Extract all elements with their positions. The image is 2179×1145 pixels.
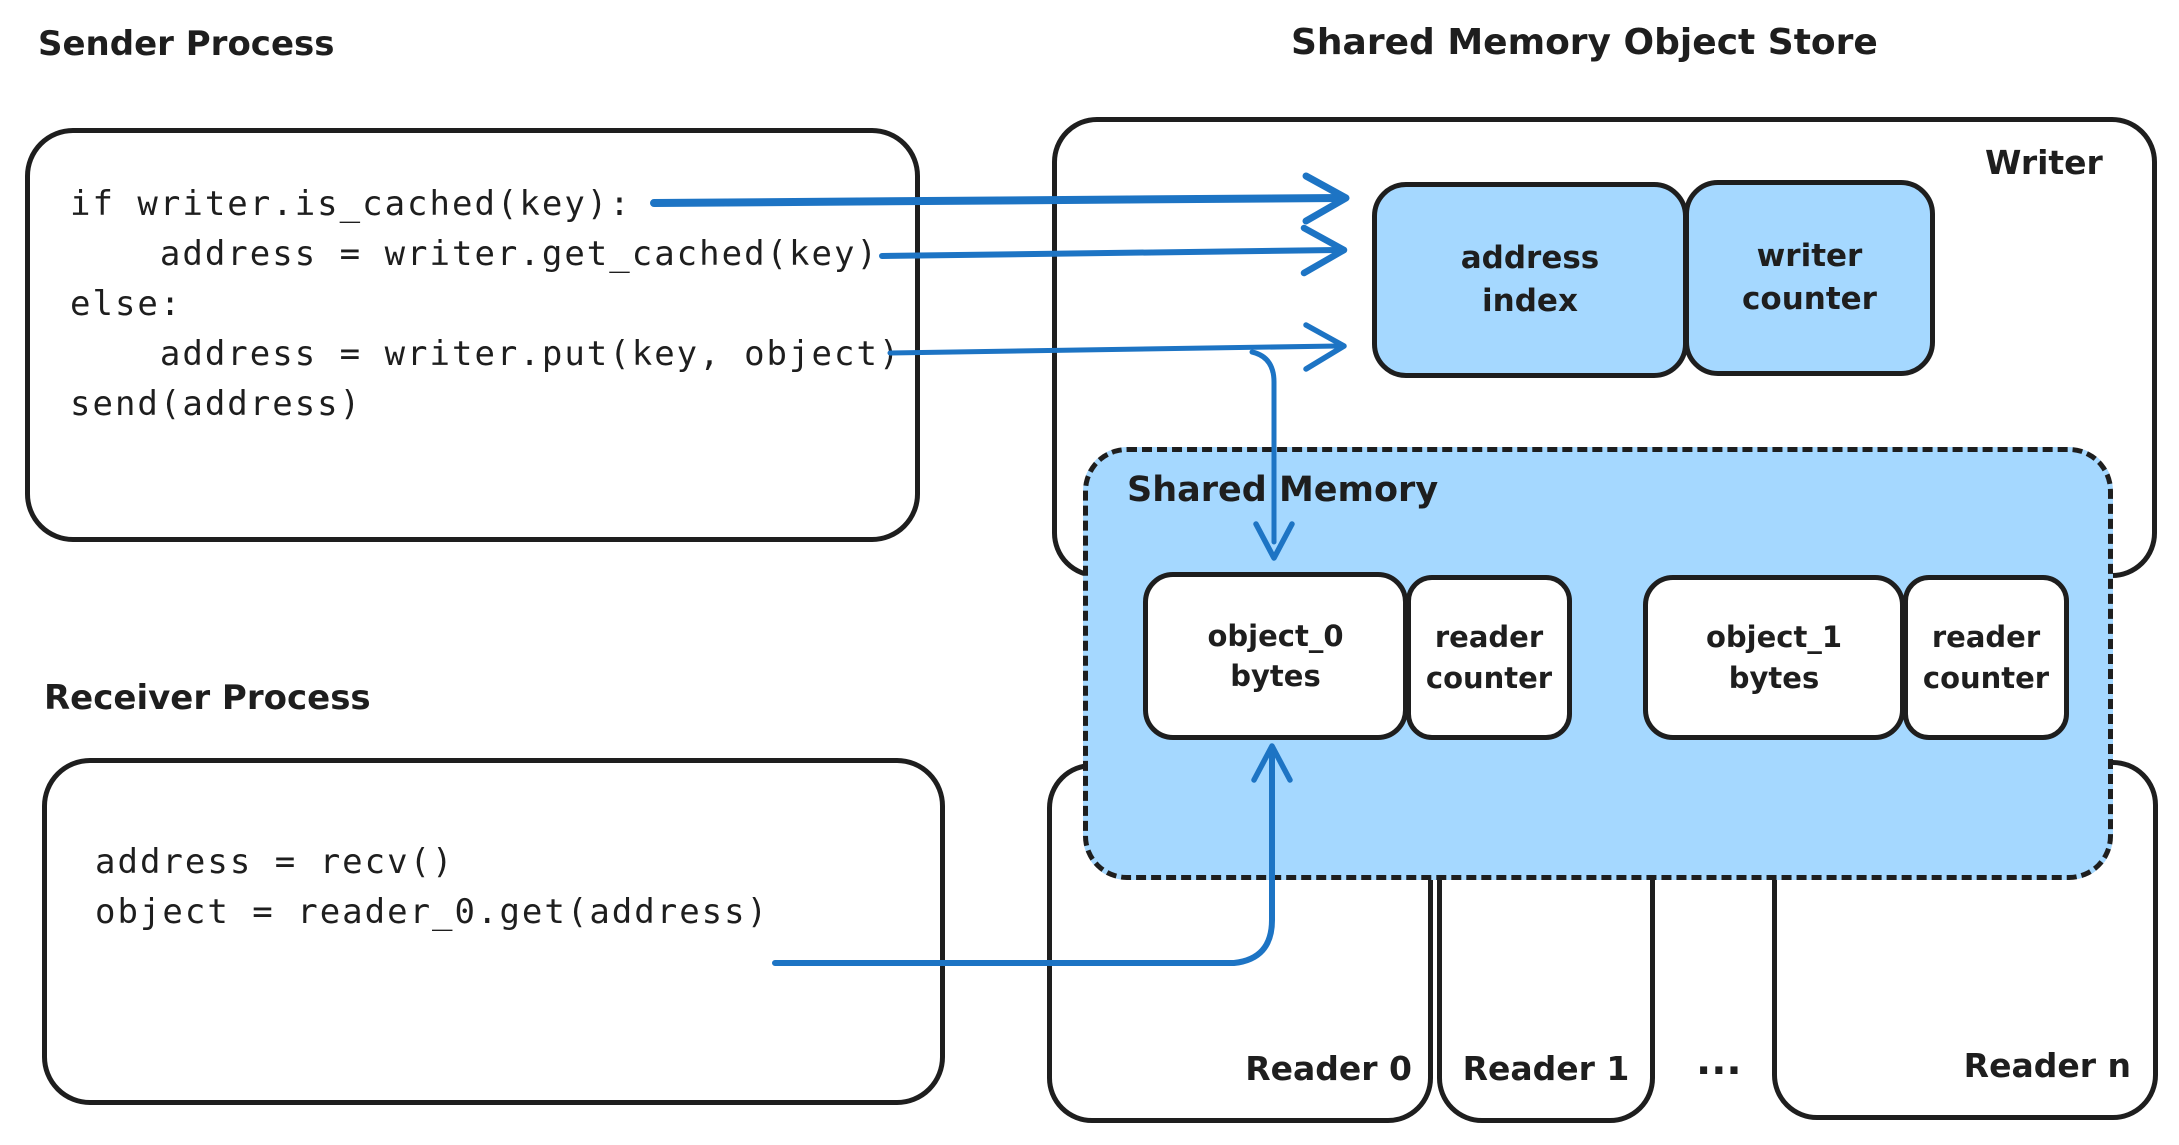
receiver-code-line: address = recv() xyxy=(95,842,455,882)
sender-process-label: Sender Process xyxy=(38,24,335,64)
sender-code-line: send(address) xyxy=(70,384,363,424)
object-0-bytes-box: object_0 bytes xyxy=(1143,572,1408,740)
shared-memory-label: Shared Memory xyxy=(1127,470,1439,510)
readers-ellipsis: ... xyxy=(1696,1038,1742,1084)
sender-process-box: if writer.is_cached(key): address = writ… xyxy=(25,128,920,542)
sender-code-line: address = writer.put(key, object) xyxy=(70,334,902,374)
receiver-code-line: object = reader_0.get(address) xyxy=(95,892,770,932)
reader-counter-0-box: reader counter xyxy=(1406,575,1572,740)
receiver-process-label: Receiver Process xyxy=(44,678,371,718)
sender-code-line: if writer.is_cached(key): xyxy=(70,184,632,224)
reader-n-label: Reader n xyxy=(1963,1046,2131,1085)
reader-0-label: Reader 0 xyxy=(1245,1049,1412,1088)
object-1-bytes-box: object_1 bytes xyxy=(1643,575,1905,740)
address-index-box: address index xyxy=(1372,182,1688,378)
sender-code-line: else: xyxy=(70,284,183,324)
reader-counter-1-box: reader counter xyxy=(1903,575,2069,740)
writer-counter-box: writer counter xyxy=(1684,180,1935,376)
writer-label: Writer xyxy=(1985,143,2103,182)
receiver-process-box: address = recv() object = reader_0.get(a… xyxy=(42,758,945,1105)
sender-code-line: address = writer.get_cached(key) xyxy=(70,234,879,274)
store-title: Shared Memory Object Store xyxy=(1291,22,1878,63)
writer-counter-label: writer counter xyxy=(1742,238,1877,317)
reader-1-label: Reader 1 xyxy=(1462,1049,1630,1088)
